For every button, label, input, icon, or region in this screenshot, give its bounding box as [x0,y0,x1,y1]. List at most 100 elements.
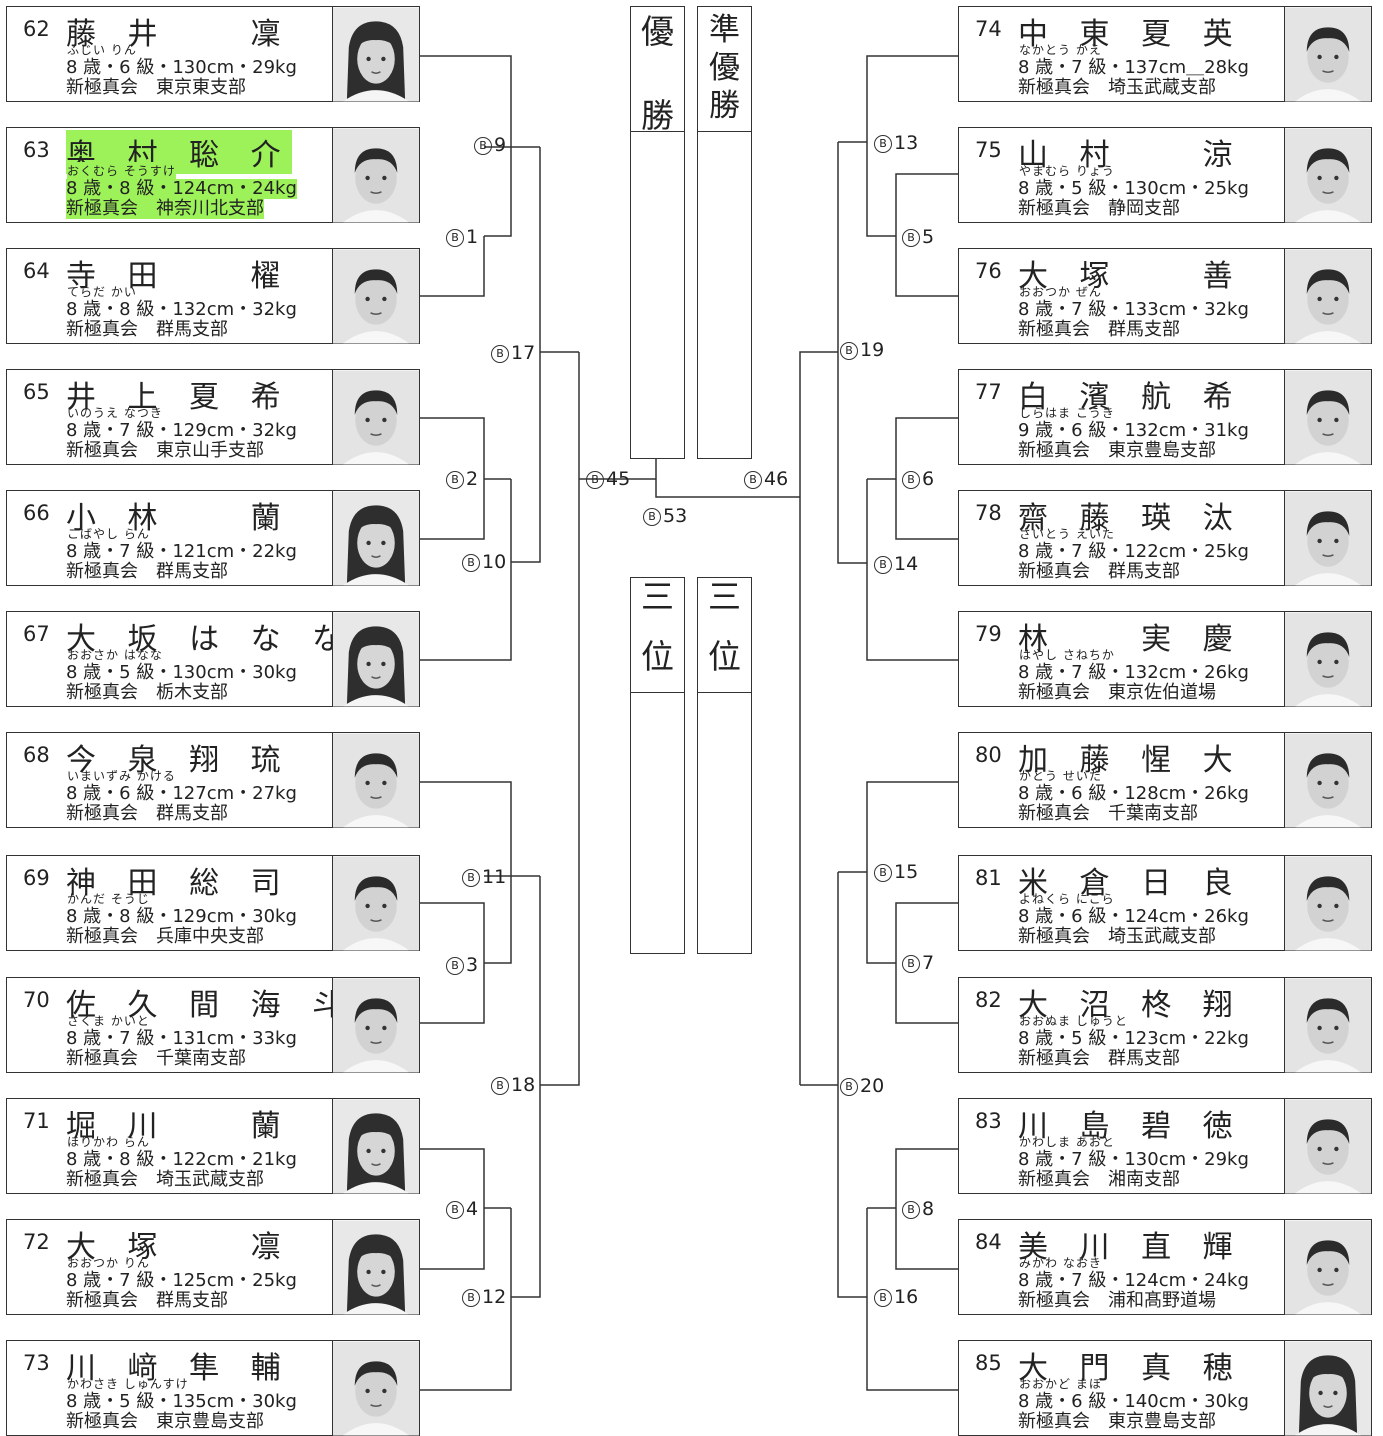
competitor-number: 79 [975,622,1002,646]
competitor-name: 齋 藤 瑛 汰 [1018,501,1244,536]
competitor-kana: かとう せいた [1019,769,1102,783]
competitor-kana: よねくら にこら [1019,892,1115,906]
winner-label: 優 勝 [631,7,684,135]
competitor-dojo: 新極真会 埼玉武蔵支部 [1018,77,1216,98]
circled-b-icon: B [874,1289,892,1307]
circled-b-icon: B [874,864,892,882]
competitor-kana: てらだ かい [67,285,137,299]
circled-b-icon: B [874,556,892,574]
competitor-stats: 8 歳・7 級・124cm・24kg [1018,1270,1249,1291]
boy-photo [1284,978,1371,1073]
bracket-line [420,479,512,661]
bracket-line [420,1208,512,1391]
competitor-dojo: 新極真会 湘南支部 [1018,1169,1180,1190]
girl-photo [332,7,419,102]
match-number: 13 [894,132,919,154]
circled-b-icon: B [446,1201,464,1219]
competitor-dojo: 新極真会 千葉南支部 [66,1048,246,1069]
match-number: 14 [894,553,919,575]
girl-photo [332,491,419,586]
competitor-stats: 8 歳・7 級・129cm・32kg [66,420,297,441]
competitor-kana: かわしま あおと [1019,1135,1115,1149]
competitor-name: 井 上 夏 希 [66,380,292,415]
competitor-number: 78 [975,501,1002,525]
circled-b-icon: B [902,229,920,247]
girl-photo [1284,1341,1371,1436]
competitor-stats: 8 歳・6 級・124cm・26kg [1018,906,1249,927]
third-place-box-b: 三 位 [697,577,752,954]
competitor-name: 加 藤 惺 大 [1018,743,1244,778]
competitor-kana: おくむら そうすけ [67,162,176,179]
runner-up-label: 準 優 勝 [698,7,751,132]
match-number: 11 [482,866,507,888]
circled-b-icon: B [446,229,464,247]
competitor-name: 大 塚 善 [1018,259,1244,294]
match-number: 4 [466,1198,479,1220]
match-number: 9 [494,134,507,156]
competitor-kana: さくま かいと [67,1014,150,1028]
competitor-kana: かんだ そうじ [67,892,150,906]
bracket-line [895,173,958,297]
competitor-stats: 8 歳・5 級・130cm・25kg [1018,178,1249,199]
competitor-stats: 8 歳・6 級・130cm・29kg [66,57,297,78]
competitor-number: 76 [975,259,1002,283]
competitor-dojo: 新極真会 東京東支部 [66,77,246,98]
competitor-stats: 8 歳・8 級・129cm・30kg [66,906,297,927]
circled-b-icon: B [643,508,661,526]
match-number: 15 [894,861,919,883]
competitor-stats: 8 歳・5 級・135cm・30kg [66,1391,297,1412]
competitor-stats: 8 歳・7 級・122cm・25kg [1018,541,1249,562]
bracket-line [420,1148,485,1270]
competitor-name: 寺 田 櫂 [66,259,292,294]
match-number: 6 [922,468,935,490]
girl-photo [332,1099,419,1194]
competitor-name: 山 村 涼 [1018,138,1244,173]
competitor-name: 川 﨑 隼 輔 [66,1351,292,1386]
boy-photo [1284,733,1371,828]
competitor-dojo: 新極真会 浦和髙野道場 [1018,1290,1216,1311]
bracket-line [799,351,838,1085]
competitor-stats: 9 歳・6 級・132cm・31kg [1018,420,1249,441]
competitor-kana: なかとう かえ [1019,43,1102,57]
match-number: 18 [511,1074,536,1096]
competitor-stats: 8 歳・7 級・137cm＿28kg [1018,57,1249,78]
competitor-dojo: 新極真会 東京山手支部 [66,440,264,461]
bracket-line [866,479,958,661]
bracket-line [420,781,512,964]
circled-b-icon: B [874,135,892,153]
competitor-dojo: 新極真会 神奈川北支部 [66,198,264,219]
competitor-dojo: 新極真会 群馬支部 [66,1290,228,1311]
match-number: 53 [663,505,688,527]
competitor-number: 67 [23,622,50,646]
boy-photo [1284,7,1371,102]
competitor-number: 62 [23,17,50,41]
competitor-kana: かわさき しゅんすけ [67,1377,189,1391]
competitor-dojo: 新極真会 静岡支部 [1018,198,1180,219]
competitor-kana: いのうえ なつき [67,406,163,420]
competitor-kana: さいとう えいた [1019,527,1115,541]
competitor-number: 69 [23,866,50,890]
competitor-stats: 8 歳・7 級・121cm・22kg [66,541,297,562]
girl-photo [332,612,419,707]
competitor-kana: おおつか ぜん [1019,285,1102,299]
match-number: 46 [764,468,789,490]
competitor-number: 80 [975,743,1002,767]
competitor-stats: 8 歳・8 級・122cm・21kg [66,1149,297,1170]
competitor-stats: 8 歳・7 級・131cm・33kg [66,1028,297,1049]
bracket-line [420,902,485,1024]
competitor-dojo: 新極真会 埼玉武蔵支部 [1018,926,1216,947]
competitor-number: 82 [975,988,1002,1012]
